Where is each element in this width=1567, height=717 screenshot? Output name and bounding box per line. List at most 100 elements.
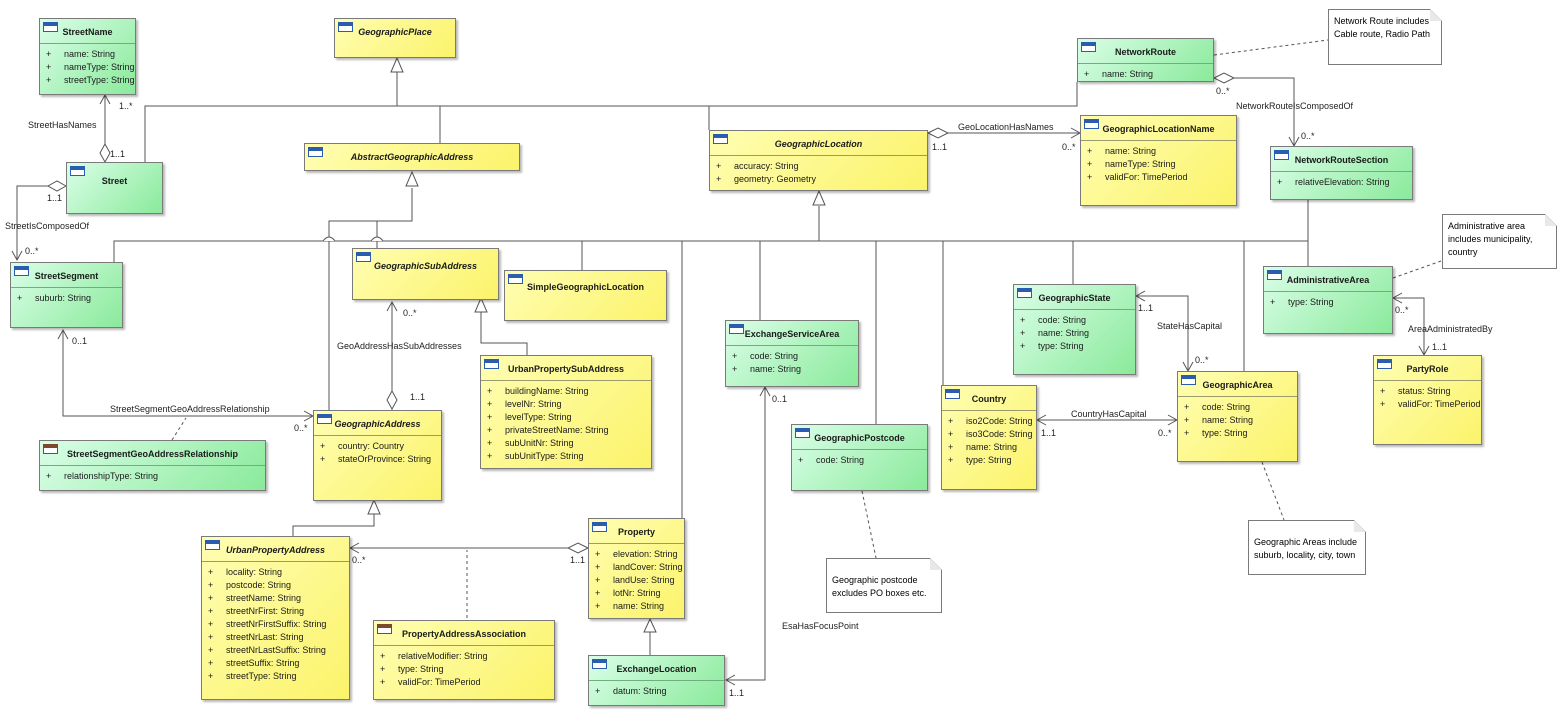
class-geographicplace[interactable]: GeographicPlace xyxy=(334,18,456,58)
attribute: +type: String xyxy=(1020,341,1084,351)
class-streetname[interactable]: StreetName +name: String +nameType: Stri… xyxy=(39,18,136,95)
note-line: Network Route includes xyxy=(1334,16,1430,26)
class-property[interactable]: Property +elevation: String +landCover: … xyxy=(588,518,685,619)
attribute: +name: String xyxy=(46,49,116,59)
multiplicity-label: 1..1 xyxy=(932,142,948,152)
attribute: +code: String xyxy=(1020,315,1087,325)
attribute: +name: String xyxy=(1084,69,1154,79)
arrow-segment-up xyxy=(57,328,69,340)
attribute: +postcode: String xyxy=(208,580,292,590)
association-label: GeoLocationHasNames xyxy=(958,122,1054,132)
attribute: +relativeModifier: String xyxy=(380,651,488,661)
gen-head-subaddress xyxy=(474,296,488,313)
gen-tree-geographicplace xyxy=(144,82,1078,163)
class-networkroutesection[interactable]: NetworkRouteSection +relativeElevation: … xyxy=(1270,146,1413,200)
hop-1 xyxy=(322,236,336,242)
note-geographicarea[interactable]: Geographic Areas include suburb, localit… xyxy=(1248,520,1366,575)
association-label: EsaHasFocusPoint xyxy=(782,621,859,631)
class-name: UrbanPropertyAddress xyxy=(225,545,326,555)
class-partyrole[interactable]: PartyRole +status: String +validFor: Tim… xyxy=(1373,355,1482,445)
class-name: SimpleGeographicLocation xyxy=(526,282,645,292)
class-geographicaddress[interactable]: GeographicAddress +country: Country +sta… xyxy=(313,410,442,501)
class-geographicpostcode[interactable]: GeographicPostcode +code: String xyxy=(791,424,928,491)
assoc-state-capital xyxy=(1136,295,1189,371)
attribute: +iso3Code: String xyxy=(948,429,1033,439)
attribute-list: +name: String +nameType: String +streetT… xyxy=(40,44,135,87)
class-geographiclocation[interactable]: GeographicLocation +accuracy: String +ge… xyxy=(709,130,928,191)
class-abstractgeographicaddress[interactable]: AbstractGeographicAddress xyxy=(304,143,520,171)
multiplicity-label: 0..* xyxy=(294,423,308,433)
attribute: +streetName: String xyxy=(208,593,302,603)
attribute: +type: String xyxy=(380,664,444,674)
class-propertyaddressassociation[interactable]: PropertyAddressAssociation +relativeModi… xyxy=(373,620,555,700)
class-icon xyxy=(729,324,744,334)
class-streetsegmentgeoaddressrelationship[interactable]: StreetSegmentGeoAddressRelationship +rel… xyxy=(39,440,266,491)
attribute: +type: String xyxy=(948,455,1012,465)
attribute-list: +name: String +nameType: String +validFo… xyxy=(1081,141,1236,184)
class-icon xyxy=(317,414,332,424)
attribute: +iso2Code: String xyxy=(948,416,1033,426)
note-link-geoarea xyxy=(1261,461,1285,521)
class-urbanpropertysubaddress[interactable]: UrbanPropertySubAddress +buildingName: S… xyxy=(480,355,652,469)
attribute: +streetType: String xyxy=(208,671,297,681)
attribute: +streetNrFirstSuffix: String xyxy=(208,619,327,629)
gen-head-geoaddress xyxy=(367,498,381,515)
class-name: NetworkRoute xyxy=(1114,47,1176,57)
class-street[interactable]: Street xyxy=(66,162,163,214)
attribute: +name: String xyxy=(948,442,1018,452)
class-name: UrbanPropertySubAddress xyxy=(507,364,625,374)
multiplicity-label: 0..* xyxy=(1216,86,1230,96)
arrow-country-left xyxy=(1035,414,1047,426)
class-icon xyxy=(14,266,29,276)
multiplicity-label: 1..1 xyxy=(1432,342,1448,352)
gen-urbsub-to-sub xyxy=(480,312,528,355)
note-geographicpostcode[interactable]: Geographic postcode excludes PO boxes et… xyxy=(826,558,942,613)
note-link-postcode xyxy=(861,490,877,559)
class-name: Property xyxy=(617,527,655,537)
class-geographicstate[interactable]: GeographicState +code: String +name: Str… xyxy=(1013,284,1136,375)
note-networkroute[interactable]: Network Route includes Cable route, Radi… xyxy=(1328,9,1442,65)
class-streetsegment[interactable]: StreetSegment +suburb: String xyxy=(10,262,123,328)
attribute-list: +code: String xyxy=(792,450,927,467)
class-icon xyxy=(1084,119,1099,129)
class-exchangeservicearea[interactable]: ExchangeServiceArea +code: String +name:… xyxy=(725,320,859,387)
gen-head-abstractaddress xyxy=(405,170,419,187)
assoc-segment-geoaddress xyxy=(62,330,313,417)
note-line: suburb, locality, city, town xyxy=(1254,550,1356,560)
attribute-list: +suburb: String xyxy=(11,288,122,305)
attribute-list: +relationshipType: String xyxy=(40,466,265,483)
arrow-state-left xyxy=(1134,290,1146,302)
attribute: +country: Country xyxy=(320,441,405,451)
class-name: Street xyxy=(101,176,128,186)
class-geographicarea[interactable]: GeographicArea +code: String +name: Stri… xyxy=(1177,371,1298,462)
class-exchangelocation[interactable]: ExchangeLocation +datum: String xyxy=(588,655,725,706)
note-link-networkroute xyxy=(1213,39,1329,56)
class-geographicsubaddress[interactable]: GeographicSubAddress xyxy=(352,248,499,300)
note-administrativearea[interactable]: Administrative area includes municipalit… xyxy=(1442,214,1557,269)
class-name: PartyRole xyxy=(1406,364,1449,374)
class-urbanpropertyaddress[interactable]: UrbanPropertyAddress +locality: String +… xyxy=(201,536,350,700)
class-icon xyxy=(795,428,810,438)
attribute: +landCover: String xyxy=(595,562,683,572)
class-name: StreetName xyxy=(62,27,113,37)
multiplicity-label: 0..* xyxy=(1062,142,1076,152)
class-name: GeographicSubAddress xyxy=(373,261,478,271)
gen-tree-geolocation xyxy=(113,200,1309,262)
attribute-list: +type: String xyxy=(1264,292,1392,309)
attribute: +nameType: String xyxy=(1087,159,1176,169)
attribute: +validFor: TimePeriod xyxy=(1087,172,1188,182)
class-administrativearea[interactable]: AdministrativeArea +type: String xyxy=(1263,266,1393,334)
attribute-list: +country: Country +stateOrProvince: Stri… xyxy=(314,436,441,466)
note-line: Administrative area xyxy=(1448,221,1526,231)
multiplicity-label: 0..* xyxy=(403,308,417,318)
class-icon xyxy=(356,252,371,262)
class-icon xyxy=(592,659,607,669)
gen-upa-to-geoaddr xyxy=(292,513,375,536)
attribute: +name: String xyxy=(595,601,665,611)
association-label: StreetIsComposedOf xyxy=(5,221,90,231)
class-simplegeographiclocation[interactable]: SimpleGeographicLocation xyxy=(504,270,667,321)
class-networkroute[interactable]: NetworkRoute +name: String xyxy=(1077,38,1214,82)
multiplicity-label: 1..* xyxy=(119,101,133,111)
class-geographiclocationname[interactable]: GeographicLocationName +name: String +na… xyxy=(1080,115,1237,206)
class-country[interactable]: Country +iso2Code: String +iso3Code: Str… xyxy=(941,385,1037,490)
